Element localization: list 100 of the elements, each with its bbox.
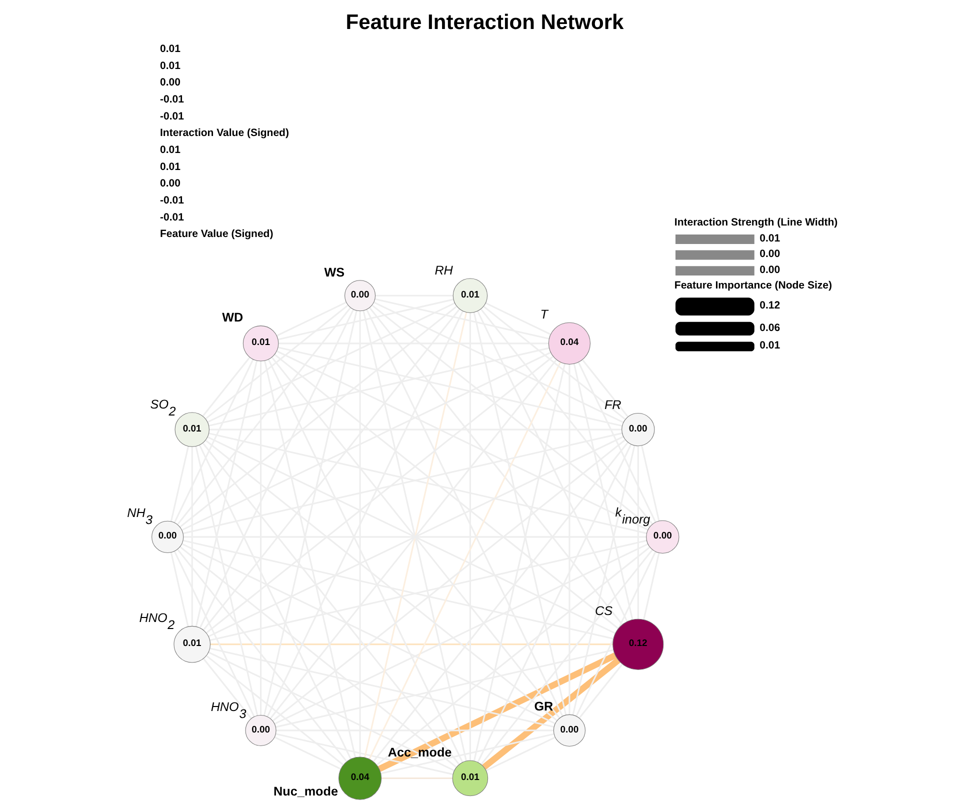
connector [170,552,188,627]
connector [274,354,618,630]
connector [204,440,557,722]
connector [372,442,628,762]
connector [480,549,653,765]
connector [642,552,660,620]
connector [373,302,624,424]
connector [202,308,460,631]
connector [198,309,354,628]
node-label: GR [534,700,553,714]
connector [263,360,356,758]
label: 0.00 [160,178,180,190]
node-label: Acc_mode [387,746,452,760]
connector [274,736,341,770]
connector [276,302,346,336]
connector [267,358,463,763]
node-label: WD [222,310,243,325]
label: Interaction Strength (Line Width) [674,216,838,229]
connector [173,550,254,718]
connector [377,652,616,772]
label: 0.01 [160,42,180,55]
connector [376,546,650,766]
connector [472,312,566,716]
connector [204,304,348,420]
connector [380,777,452,780]
node-circle: 0.01 [174,412,209,447]
diagram-title: Feature Interaction Network [345,10,624,34]
connector [572,445,635,716]
connector [181,543,555,724]
connector [209,648,554,728]
node-label: FR [604,398,621,412]
node-circle: 0.04 [548,322,590,364]
connector [194,360,258,627]
node-circle: 0.12 [612,618,664,670]
connector [210,644,612,646]
connector [480,308,653,525]
connector [485,736,555,772]
connector [275,649,614,728]
label: Interaction Value (Signed) [160,127,288,140]
connector [578,664,622,718]
node-circle: 0.00 [552,714,585,746]
node-circle: 0.00 [151,520,184,553]
label: 0.00 [160,76,180,89]
legend-label: 0.00 [759,248,780,260]
connector [275,733,453,776]
label: Feature Value (Signed) [160,228,273,240]
node-circle: 0.01 [173,626,210,663]
node-circle: 0.01 [452,278,488,313]
connector [371,304,650,528]
connector [208,652,454,772]
connector [476,310,628,622]
connector [206,302,455,423]
legend-label: 0.00 [759,264,780,276]
node-label: CS [594,604,612,618]
label: 0.01 [160,160,180,173]
connector [205,356,553,634]
label: -0.01 [160,93,184,106]
connector [202,356,250,417]
connector [577,362,656,523]
connector [202,442,460,765]
connector [170,446,189,522]
connector [194,446,258,716]
connector [274,543,648,724]
connector [262,310,357,716]
connector [368,307,622,626]
connector [208,347,549,426]
connector [276,350,648,531]
label: -0.01 [160,194,184,206]
node-circle: 0.01 [242,326,278,362]
label: 0.01 [160,60,180,72]
node-circle: 0.04 [338,756,382,800]
label: -0.01 [160,211,184,224]
node-circle: 0.00 [344,280,376,312]
connector [277,346,622,427]
connector [198,444,351,760]
connector [368,362,561,760]
connector [482,658,620,770]
connector [472,364,566,762]
connector [374,298,549,340]
node-circle: 0.01 [452,760,488,796]
node-label: T [540,308,548,322]
connector [202,658,252,719]
node-label: Nuc_mode [273,784,338,798]
connector [380,733,554,774]
connector [178,546,456,768]
connector [482,306,626,420]
connector [277,298,454,340]
connector [640,445,660,522]
connector [205,655,344,766]
connector [173,359,254,524]
node-circle: 0.00 [244,714,276,746]
connector [366,309,563,716]
connector [484,302,550,336]
node-label: WS [324,265,344,280]
connector [581,359,628,418]
connector [266,310,463,717]
connector [176,548,347,762]
connector [575,551,656,716]
legend-label: 0.12 [759,300,780,312]
connector [476,444,632,763]
